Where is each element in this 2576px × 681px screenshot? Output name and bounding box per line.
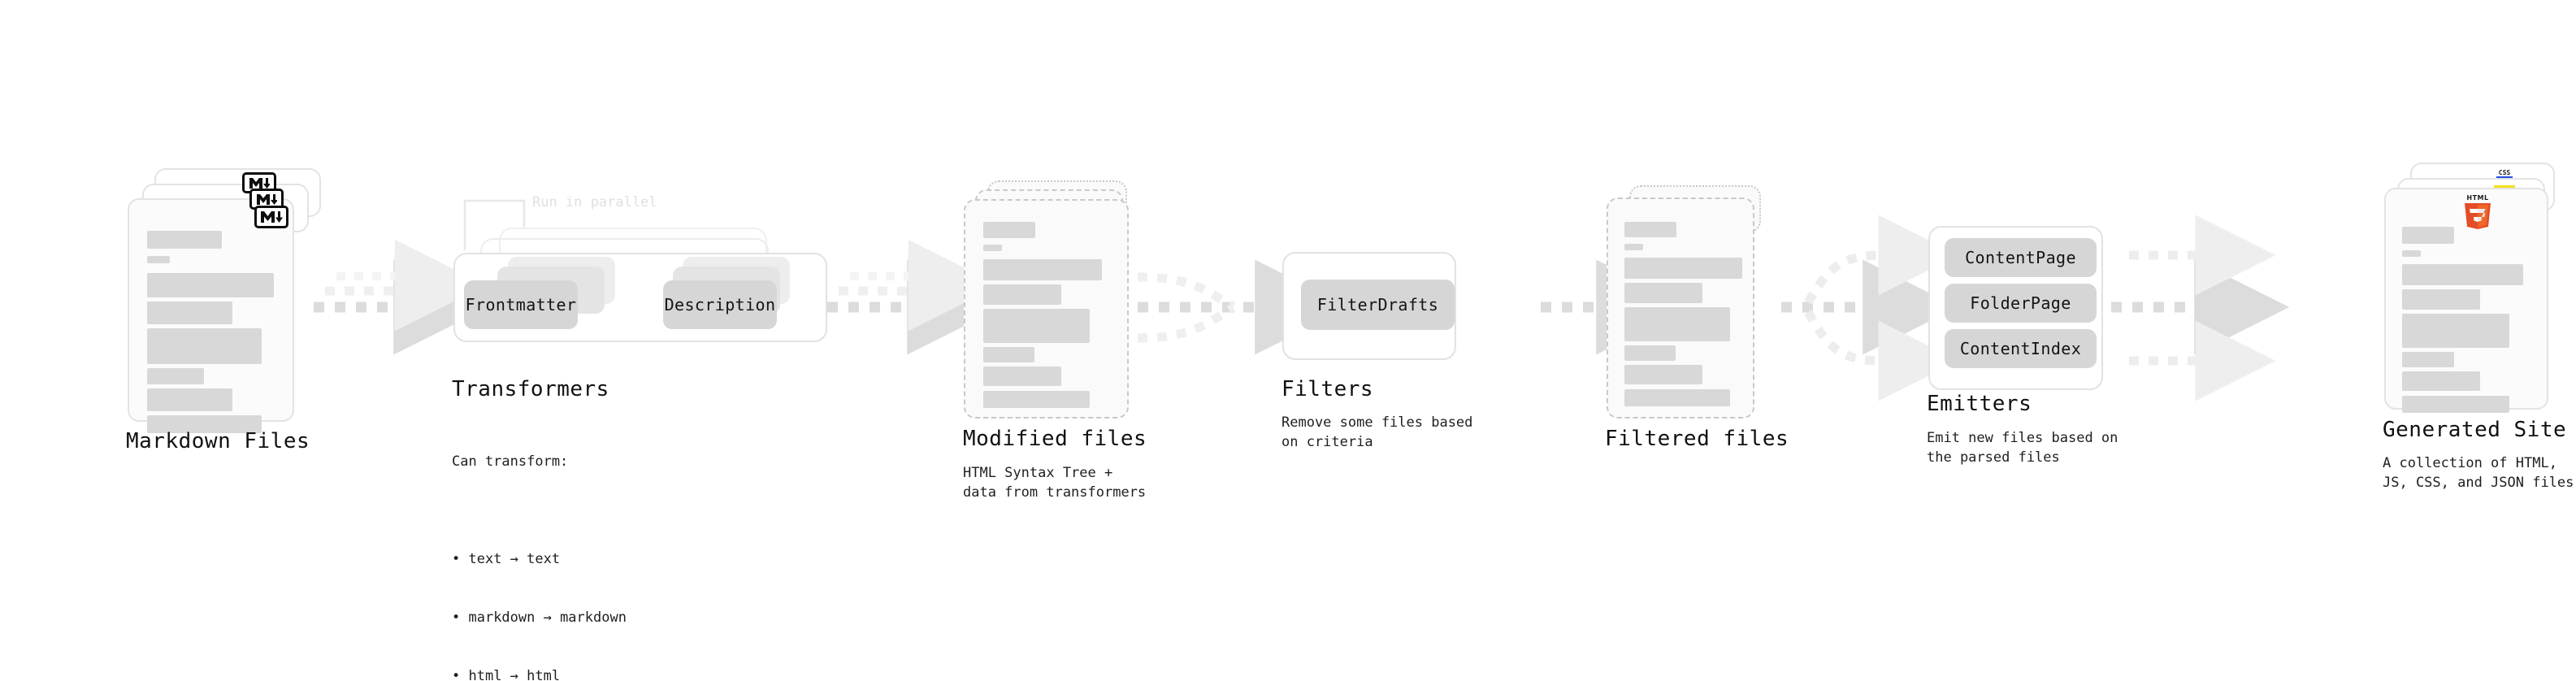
arrow-transformers-to-modified <box>827 240 1003 355</box>
filter-chip-filterdrafts[interactable]: FilterDrafts <box>1301 280 1455 330</box>
html5-glyph: HTML <box>2465 194 2491 229</box>
svg-text:HTML: HTML <box>2466 194 2488 202</box>
emitters-subtitle: Emit new files based on the parsed files <box>1927 430 2118 466</box>
emitter-chip-contentpage[interactable]: ContentPage <box>1945 238 2097 277</box>
transformer-chip-description[interactable]: Description <box>663 280 777 329</box>
modified-files-subtitle: HTML Syntax Tree + data from transformer… <box>963 465 1147 501</box>
transformers-bullet-2: html → html <box>452 666 627 681</box>
svg-text:CSS: CSS <box>2499 169 2511 176</box>
emitter-chip-contentindex[interactable]: ContentIndex <box>1945 329 2097 368</box>
markdown-glyph <box>249 177 270 189</box>
modified-card-front <box>964 199 1129 419</box>
markdown-icon <box>254 206 288 228</box>
generated-site-title: Generated Site <box>2383 418 2567 442</box>
generated-site-subtitle: A collection of HTML, JS, CSS, and JSON … <box>2383 455 2574 491</box>
transformers-title: Transformers <box>452 377 609 401</box>
transformer-chip-frontmatter[interactable]: Frontmatter <box>464 280 578 329</box>
emitters-title: Emitters <box>1927 392 2032 416</box>
html5-icon: HTML <box>2462 193 2493 229</box>
transformers-bullets: text → text markdown → markdown html → h… <box>452 510 627 681</box>
filters-title: Filters <box>1281 377 1374 401</box>
transformers-subtitle-lead: Can transform: <box>452 453 569 470</box>
markdown-glyph <box>261 211 283 223</box>
arrow-modified-to-filters <box>1137 259 1351 355</box>
transformers-bullet-1: markdown → markdown <box>452 608 626 627</box>
markdown-glyph <box>257 193 277 205</box>
emitter-chip-folderpage[interactable]: FolderPage <box>1945 284 2097 323</box>
markdown-files-title: Markdown Files <box>126 429 310 453</box>
markdown-card-front <box>128 198 294 433</box>
filtered-files-title: Filtered files <box>1605 427 1789 451</box>
site-card-front <box>2384 188 2548 413</box>
modified-files-title: Modified files <box>963 427 1147 451</box>
filtered-card-front <box>1607 197 1754 419</box>
transformers-bullet-0: text → text <box>452 549 627 569</box>
arrow-markdown-to-transformers <box>314 240 489 355</box>
arrow-emitters-to-site <box>2111 215 2290 401</box>
run-in-parallel-note: Run in parallel <box>532 194 657 210</box>
arrow-filtered-to-emitters <box>1781 215 1959 401</box>
transformers-subtitle: Can transform: text → text markdown → ma… <box>452 413 627 681</box>
filters-subtitle: Remove some files based on criteria <box>1281 414 1473 450</box>
